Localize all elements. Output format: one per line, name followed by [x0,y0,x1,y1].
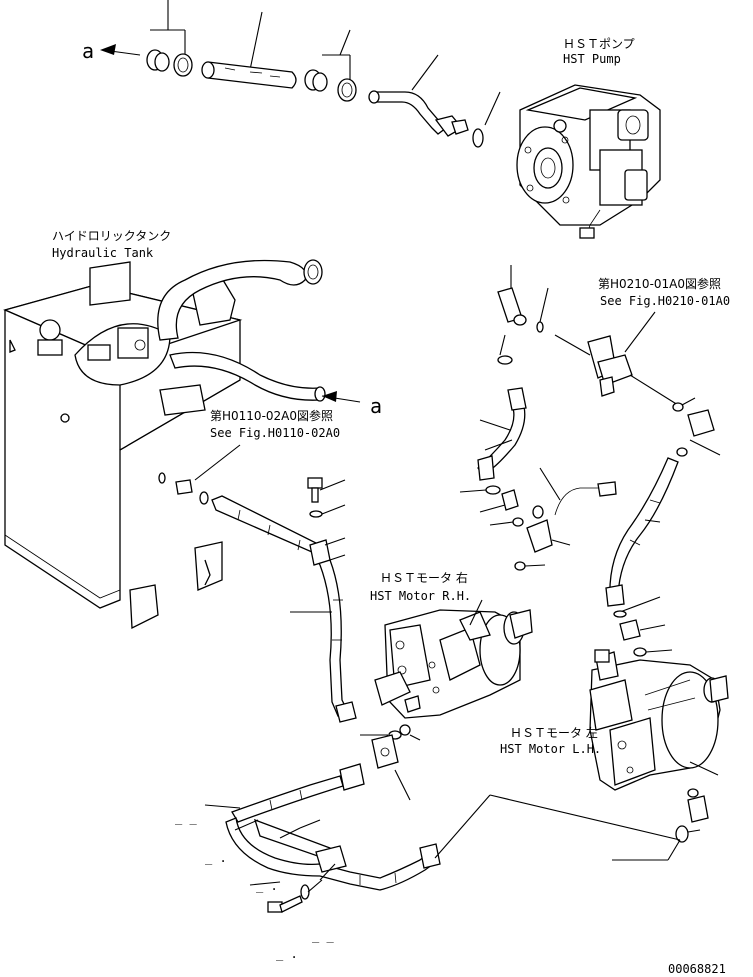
ref-h0110: 第H0110-02A0図参照 See Fig.H0110-02A0 [194,408,340,481]
dash-label-5: _ _ [312,929,334,943]
dash-label-1: _ _ [175,811,197,825]
arrow-a-mid-label: a [370,394,382,418]
suction-pipe [368,90,469,137]
ref-h0210: 第H0210-01A0図参照 See Fig.H0210-01A0 [598,276,730,353]
hst-motor-rh-jp-label: ＨＳＴモータ 右 [380,570,468,585]
ref-h0210-jp-label: 第H0210-01A0図参照 [598,276,721,291]
right-elbow-fitting [672,397,721,457]
hose-clamp-right-pair [304,69,357,102]
rh-motor-lower-fitting [360,724,421,801]
lh-motor-drain-fitting [675,788,709,843]
center-upper-fitting [497,265,549,365]
hst-pump-jp-label: ＨＳＴポンプ [563,37,635,51]
pressure-sensor [514,467,617,571]
center-hose-upper [477,387,527,481]
bottom-hose-assembly [204,763,681,891]
dash-label-4: _ . [276,947,298,961]
arrow-a-mid: a [321,391,382,418]
hydraulic-tank-en-label: Hydraulic Tank [52,246,154,260]
bolt-lower [249,863,336,913]
lh-motor-fittings [613,596,673,657]
bolt-upper [307,477,346,518]
arrow-a-top: a [82,39,141,63]
hst-pump-en-label: HST Pump [563,52,621,66]
rubber-hose-top [201,61,297,89]
hst-motor-rh-en-label: HST Motor R.H. [370,589,471,603]
hst-motor-lh-jp-label: ＨＳＴモータ 左 [510,725,598,740]
tank-outlet-fitting [158,472,209,505]
dash-label-3: _ . [256,879,278,893]
hst-motor-rh: ＨＳＴモータ 右 HST Motor R.H. [370,570,533,719]
dash-label-2: _ . [205,851,227,865]
hst-motor-lh-en-label: HST Motor L.H. [500,742,601,756]
tank-return-hose [157,259,326,402]
ref-h0110-en-label: See Fig.H0110-02A0 [210,426,340,440]
figure-number: 00068821 [668,962,726,976]
hose-clamp-left-pair [146,49,193,77]
ref-h0110-jp-label: 第H0110-02A0図参照 [210,408,333,423]
hydraulic-tank: ハイドロリックタンク Hydraulic Tank [3,229,243,630]
o-ring-pump-inlet [472,128,484,148]
hst-pump: ＨＳＴポンプ HST Pump [516,37,661,239]
center-small-parts [459,485,524,527]
check-valve-block [554,334,679,406]
top-leader-lines [150,0,501,126]
ref-h0210-en-label: See Fig.H0210-01A0 [600,294,730,308]
right-hose-assembly [605,457,679,607]
hydraulic-tank-jp-label: ハイドロリックタンク [52,229,171,243]
left-hose-assembly [211,495,357,723]
arrow-a-top-label: a [82,39,94,63]
hst-motor-lh: ＨＳＴモータ 左 HST Motor L.H. [500,649,729,791]
